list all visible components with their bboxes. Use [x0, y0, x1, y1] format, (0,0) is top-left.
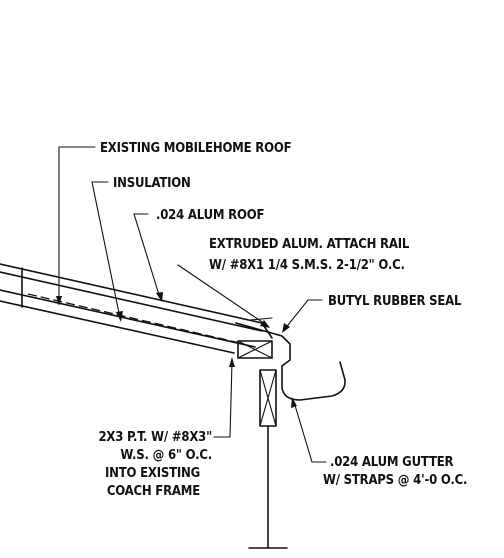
blocking-box: [237, 340, 273, 359]
label-attach-rail-2: W/ #8X1 1/4 S.M.S. 2-1/2" O.C.: [209, 258, 405, 273]
leader-insulation: [91, 181, 121, 319]
alum-gutter: [281, 361, 346, 401]
attach-rail-profile: [235, 322, 291, 367]
label-alum-roof: .024 ALUM ROOF: [156, 208, 264, 223]
alum-roof-bottom-line: [0, 271, 263, 332]
blocking-2x3: [237, 340, 273, 359]
leader-butyl-seal: [283, 299, 323, 331]
leader-existing-roof: [58, 146, 96, 301]
label-attach-rail-1: EXTRUDED ALUM. ATTACH RAIL: [209, 237, 410, 252]
leader-framing: [213, 361, 233, 438]
label-framing-2: W.S. @ 6" O.C.: [120, 448, 212, 463]
alum-roof-top-line: [0, 263, 263, 324]
label-framing-4: COACH FRAME: [107, 484, 200, 499]
leader-alum-roof: [133, 213, 161, 299]
leaders: [56, 146, 327, 463]
label-gutter-1: .024 ALUM GUTTER: [330, 455, 454, 470]
label-framing-1: 2X3 P.T. W/ #8X3": [98, 430, 212, 445]
leader-gutter: [293, 401, 327, 463]
existing-roof-line: [0, 300, 235, 354]
label-gutter-2: W/ STRAPS @ 4'-0 O.C.: [323, 473, 467, 488]
label-insulation: INSULATION: [113, 176, 191, 191]
roof-assembly: [0, 263, 263, 354]
gutter-profile: [281, 361, 346, 401]
label-framing-3: INTO EXISTING: [105, 466, 200, 481]
insulation-dashed-line: [27, 293, 241, 344]
label-butyl-seal: BUTYL RUBBER SEAL: [328, 294, 462, 309]
annotations: EXISTING MOBILEHOME ROOF INSULATION .024…: [98, 141, 467, 499]
label-existing-roof: EXISTING MOBILEHOME ROOF: [100, 141, 292, 156]
leader-attach-rail: [177, 264, 269, 327]
insulation-top-line: [0, 289, 256, 348]
sms-screw-line: [249, 317, 273, 321]
coach-wall: [248, 369, 288, 549]
